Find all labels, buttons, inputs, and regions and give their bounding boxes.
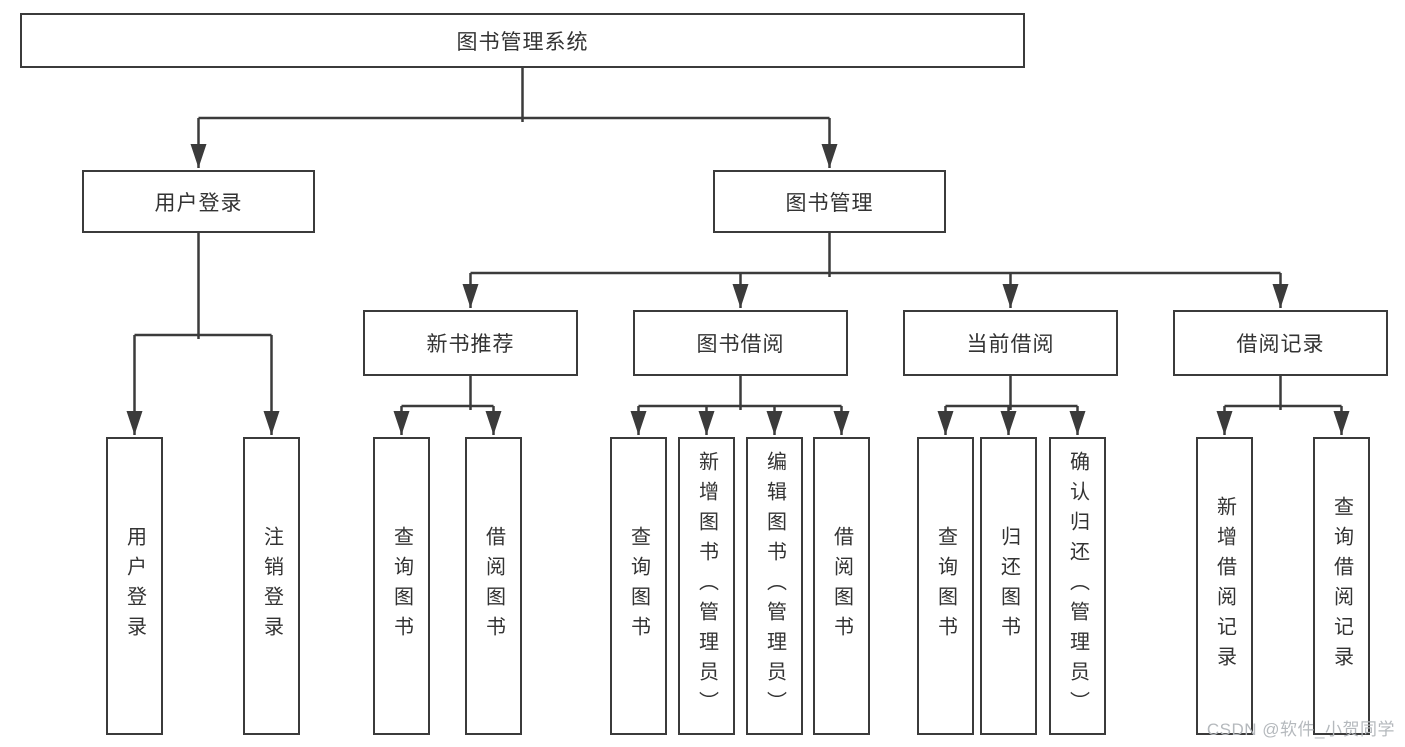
leaf-borrow-books-recommend-label: 借阅图书 (482, 526, 505, 646)
leaf-confirm-return-admin-label: 确认归还（管理员） (1066, 451, 1089, 721)
leaf-confirm-return-admin: 确认归还（管理员） (1049, 437, 1106, 735)
node-book-management: 图书管理 (713, 170, 946, 233)
leaf-query-books-recommend: 查询图书 (373, 437, 430, 735)
leaf-borrow-books-recommend: 借阅图书 (465, 437, 522, 735)
node-current-borrowing: 当前借阅 (903, 310, 1118, 376)
leaf-query-books-borrow-label: 查询图书 (627, 526, 650, 646)
leaf-user-login-label: 用户登录 (123, 526, 146, 646)
leaf-query-books-recommend-label: 查询图书 (390, 526, 413, 646)
node-borrowing-records: 借阅记录 (1173, 310, 1388, 376)
leaf-logout-label: 注销登录 (260, 526, 283, 646)
node-user-login: 用户登录 (82, 170, 315, 233)
leaf-logout: 注销登录 (243, 437, 300, 735)
node-book-borrowing: 图书借阅 (633, 310, 848, 376)
leaf-query-books-borrow: 查询图书 (610, 437, 667, 735)
leaf-add-borrow-record: 新增借阅记录 (1196, 437, 1253, 735)
leaf-borrow-books-label: 借阅图书 (830, 526, 853, 646)
node-root-library-system: 图书管理系统 (20, 13, 1025, 68)
leaf-query-books-current-label: 查询图书 (934, 526, 957, 646)
leaf-add-book-admin-label: 新增图书（管理员） (695, 451, 718, 721)
leaf-return-books-label: 归还图书 (997, 526, 1020, 646)
leaf-query-books-current: 查询图书 (917, 437, 974, 735)
leaf-user-login: 用户登录 (106, 437, 163, 735)
leaf-query-borrow-record-label: 查询借阅记录 (1330, 496, 1353, 676)
csdn-watermark: CSDN @软件_小贺同学 (1206, 720, 1395, 739)
leaf-borrow-books: 借阅图书 (813, 437, 870, 735)
leaf-edit-book-admin: 编辑图书（管理员） (746, 437, 803, 735)
leaf-add-book-admin: 新增图书（管理员） (678, 437, 735, 735)
node-new-book-recommendation: 新书推荐 (363, 310, 578, 376)
leaf-return-books: 归还图书 (980, 437, 1037, 735)
leaf-query-borrow-record: 查询借阅记录 (1313, 437, 1370, 735)
leaf-edit-book-admin-label: 编辑图书（管理员） (763, 451, 786, 721)
leaf-add-borrow-record-label: 新增借阅记录 (1213, 496, 1236, 676)
